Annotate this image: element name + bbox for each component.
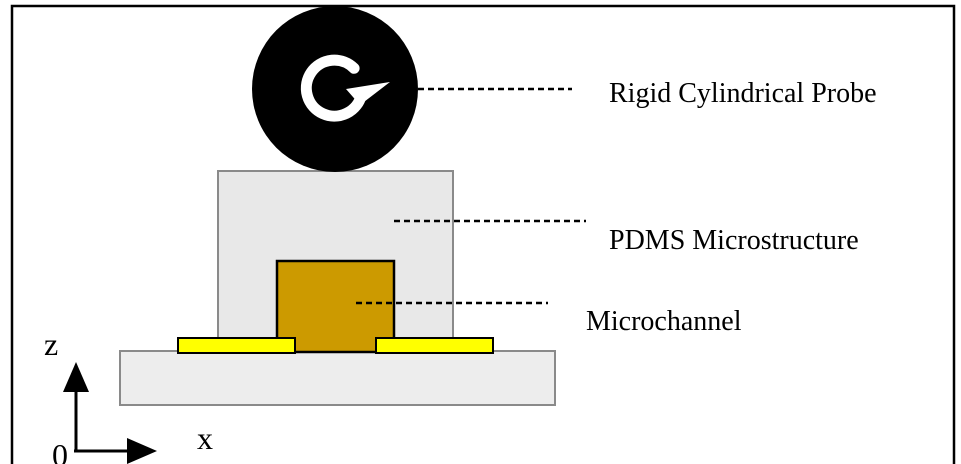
circular-arrow-icon bbox=[300, 54, 390, 122]
axis-label-z: z bbox=[44, 326, 58, 362]
rigid-cylindrical-probe bbox=[252, 6, 418, 172]
coordinate-axes bbox=[63, 362, 157, 464]
axis-label-x: x bbox=[197, 420, 213, 456]
x-arrowhead bbox=[127, 438, 157, 464]
substrate bbox=[119, 350, 556, 406]
electrode-left bbox=[177, 337, 296, 354]
z-arrowhead bbox=[63, 362, 89, 392]
label-pdms: PDMS Microstructure bbox=[609, 225, 859, 256]
label-probe: Rigid Cylindrical Probe bbox=[609, 78, 877, 109]
electrode-right bbox=[375, 337, 494, 354]
label-channel: Microchannel bbox=[586, 306, 742, 337]
diagram-frame bbox=[10, 4, 956, 464]
axis-origin-label: 0 bbox=[52, 437, 68, 464]
microchannel bbox=[275, 259, 396, 354]
